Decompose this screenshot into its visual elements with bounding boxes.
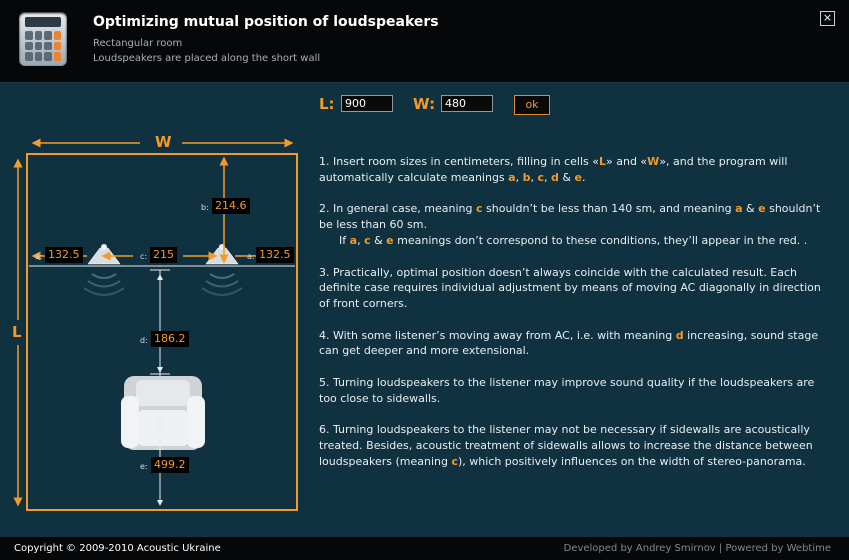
page-title: Optimizing mutual position of loudspeake… [93, 14, 439, 30]
c-value: 215 [150, 247, 177, 263]
a-left-value: 132.5 [45, 247, 83, 263]
instruction-2: 2. In general case, meaning c shouldn’t … [319, 201, 829, 248]
a-right-label: a: [247, 252, 255, 261]
e-value: 499.2 [151, 457, 189, 473]
close-button[interactable]: × [820, 11, 835, 26]
d-label: d: [140, 336, 148, 345]
b-value: 214.6 [212, 198, 250, 214]
length-input[interactable] [341, 95, 393, 112]
room-type-subtitle: Rectangular room [93, 38, 183, 49]
left-speaker-icon [83, 244, 125, 296]
placement-description: Loudspeakers are placed along the short … [93, 53, 321, 64]
instruction-1: 1. Insert room sizes in centimeters, fil… [319, 155, 788, 184]
a-right-value: 132.5 [256, 247, 294, 263]
c-label: c: [140, 252, 148, 261]
e-label: e: [140, 462, 148, 471]
armchair-icon [121, 376, 205, 450]
right-speaker-icon [201, 244, 243, 296]
b-label: b: [201, 203, 209, 212]
instruction-2-note: If a, c & e meanings don’t correspond to… [339, 233, 808, 247]
d-value: 186.2 [151, 331, 189, 347]
width-label: W: [413, 95, 436, 113]
width-dimension-label: W [155, 133, 172, 151]
header-bar: Optimizing mutual position of loudspeake… [0, 0, 849, 83]
instruction-3: 3. Practically, optimal position doesn’t… [319, 265, 821, 310]
credits-text: Developed by Andrey Smirnov | Powered by… [563, 543, 831, 554]
calculator-icon [19, 12, 67, 66]
a-left-label: a: [35, 252, 43, 261]
footer-bar: Copyright © 2009-2010 Acoustic Ukraine D… [0, 537, 849, 560]
room-diagram [13, 138, 298, 511]
instruction-5: 5. Turning loudspeakers to the listener … [319, 376, 815, 405]
copyright-text: Copyright © 2009-2010 Acoustic Ukraine [14, 543, 221, 554]
instructions-panel: 1. Insert room sizes in centimeters, fil… [319, 154, 829, 486]
width-input[interactable] [441, 95, 493, 112]
instruction-6: 6. Turning loudspeakers to the listener … [319, 423, 813, 468]
length-label: L: [319, 95, 335, 113]
room-outline [26, 153, 298, 511]
ok-button[interactable]: ok [514, 95, 550, 115]
length-dimension-label: L [12, 323, 22, 341]
instruction-4: 4. With some listener’s moving away from… [319, 328, 819, 358]
